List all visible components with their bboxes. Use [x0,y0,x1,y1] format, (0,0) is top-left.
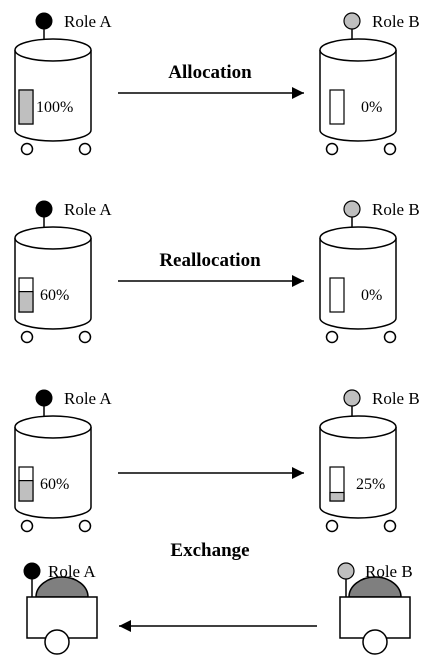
cylinder-body [14,50,92,142]
robot-left: Role A 60% [14,200,112,344]
cylinder-top [14,226,92,250]
robot-right: Role B 0% [319,12,420,156]
cart-dome [348,576,402,598]
allocation-label: Allocation [168,62,252,83]
cylinder-top [14,38,92,62]
robot-left: Role A 100% [14,12,112,156]
role-label: Role A [64,200,112,219]
role-b-marker-icon [337,562,355,580]
cart-robot-left: Role A [23,562,98,655]
wheel-icon [78,142,92,156]
wheel-icon [383,142,397,156]
wheel-icon [20,142,34,156]
capacity-gauge-fill [18,479,34,502]
robot-right: Role B 0% [319,200,420,344]
wheel-icon [44,629,70,655]
robot-left: Role A 60% [14,389,112,533]
wheel-icon [325,142,339,156]
percent-label: 0% [361,287,382,304]
role-label: Role B [372,12,420,31]
percent-label: 0% [361,99,382,116]
role-a-marker-icon [35,389,53,407]
role-b-marker-icon [343,200,361,218]
cylinder-top [319,226,397,250]
cylinder-body [14,427,92,519]
role-label: Role B [372,389,420,408]
cylinder-top [319,415,397,439]
robot-right: Role B 25% [319,389,420,533]
capacity-gauge [329,89,345,125]
role-a-marker-icon [35,12,53,30]
role-b-marker-icon [343,389,361,407]
wheel-icon [78,330,92,344]
percent-label: 25% [356,476,385,493]
role-label: Role A [48,562,96,581]
role-a-marker-icon [23,562,41,580]
capacity-gauge-fill [18,290,34,313]
wheel-icon [78,519,92,533]
wheel-icon [362,629,388,655]
role-label: Role B [365,562,413,581]
cart-dome [35,576,89,598]
cylinder-top [319,38,397,62]
role-a-marker-icon [35,200,53,218]
reallocation-label: Reallocation [159,250,261,271]
wheel-icon [325,330,339,344]
scenario-allocation: Role A 100% Allocation Role B 0% [14,12,420,156]
exchange-label: Exchange [170,540,249,561]
role-label: Role B [372,200,420,219]
scenario-reallocation: Role A 60% Reallocation Role B 0% [14,200,420,344]
cylinder-body [14,238,92,330]
capacity-gauge-fill [18,89,34,125]
capacity-gauge-fill [329,491,345,502]
capacity-gauge [329,277,345,313]
role-label: Role A [64,12,112,31]
role-label: Role A [64,389,112,408]
cylinder-top [14,415,92,439]
wheel-icon [383,519,397,533]
percent-label: 100% [36,99,73,116]
wheel-icon [20,519,34,533]
wheel-icon [325,519,339,533]
role-b-marker-icon [343,12,361,30]
cart-robot-right: Role B [337,562,413,655]
percent-label: 60% [40,476,69,493]
percent-label: 60% [40,287,69,304]
wheel-icon [20,330,34,344]
wheel-icon [383,330,397,344]
scenario-exchange: Role A 60% Role B 25% Exchange [14,389,420,655]
